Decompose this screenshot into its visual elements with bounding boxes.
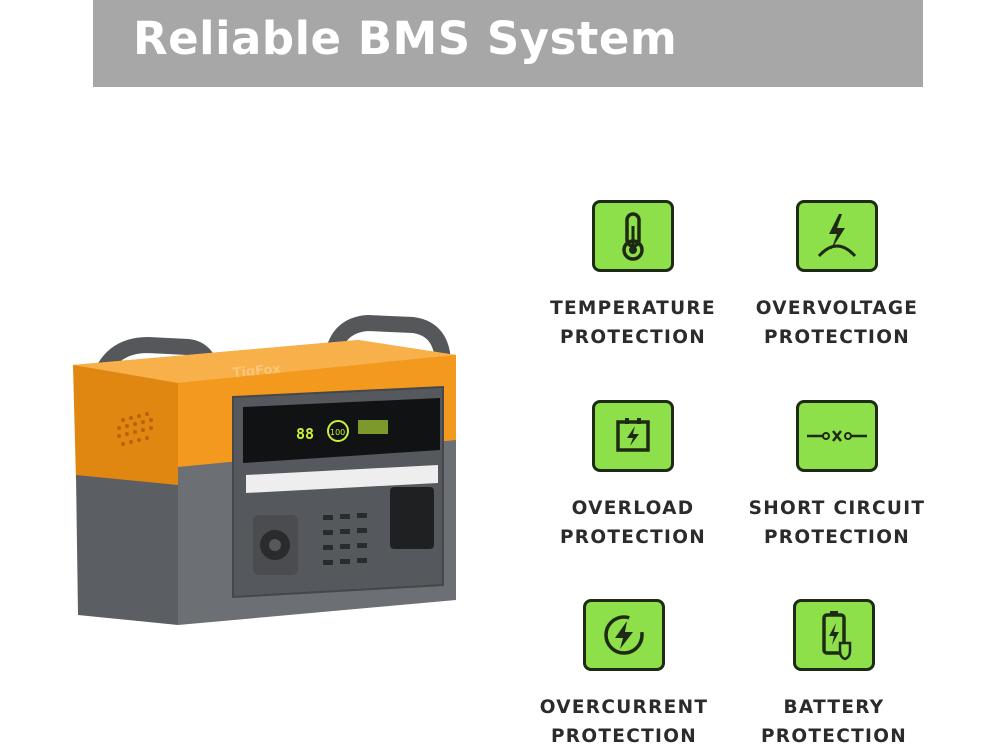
feature-subtitle: PROTECTION [559, 527, 707, 548]
feature-temperature: TEMPERATURE PROTECTION [533, 200, 733, 352]
feature-subtitle: PROTECTION [559, 327, 707, 348]
feature-subtitle: PROTECTION [550, 726, 698, 747]
short-circuit-icon [796, 400, 878, 472]
feature-title: OVERCURRENT [539, 697, 709, 718]
battery-icon [793, 599, 875, 671]
thermometer-icon [592, 200, 674, 272]
feature-title: OVERVOLTAGE [755, 298, 919, 319]
feature-short-circuit: SHORT CIRCUIT PROTECTION [737, 400, 937, 552]
power-station-image: TigFox 88 100 [73, 315, 456, 625]
feature-title: SHORT CIRCUIT [748, 498, 926, 519]
feature-subtitle: PROTECTION [763, 527, 911, 548]
feature-title: TEMPERATURE [550, 298, 716, 319]
title-banner: Reliable BMS System [93, 0, 923, 87]
lightning-icon [796, 200, 878, 272]
overload-icon [592, 400, 674, 472]
feature-title: OVERLOAD [571, 498, 695, 519]
feature-subtitle: PROTECTION [760, 726, 908, 747]
feature-overcurrent: OVERCURRENT PROTECTION [524, 599, 724, 751]
overcurrent-icon [583, 599, 665, 671]
display-reading: 88 [296, 425, 314, 443]
display-badge: 100 [330, 428, 345, 437]
feature-overload: OVERLOAD PROTECTION [533, 400, 733, 552]
feature-title: BATTERY [783, 697, 885, 718]
feature-battery: BATTERY PROTECTION [734, 599, 934, 751]
page-title: Reliable BMS System [133, 12, 678, 65]
feature-overvoltage: OVERVOLTAGE PROTECTION [737, 200, 937, 352]
feature-subtitle: PROTECTION [763, 327, 911, 348]
